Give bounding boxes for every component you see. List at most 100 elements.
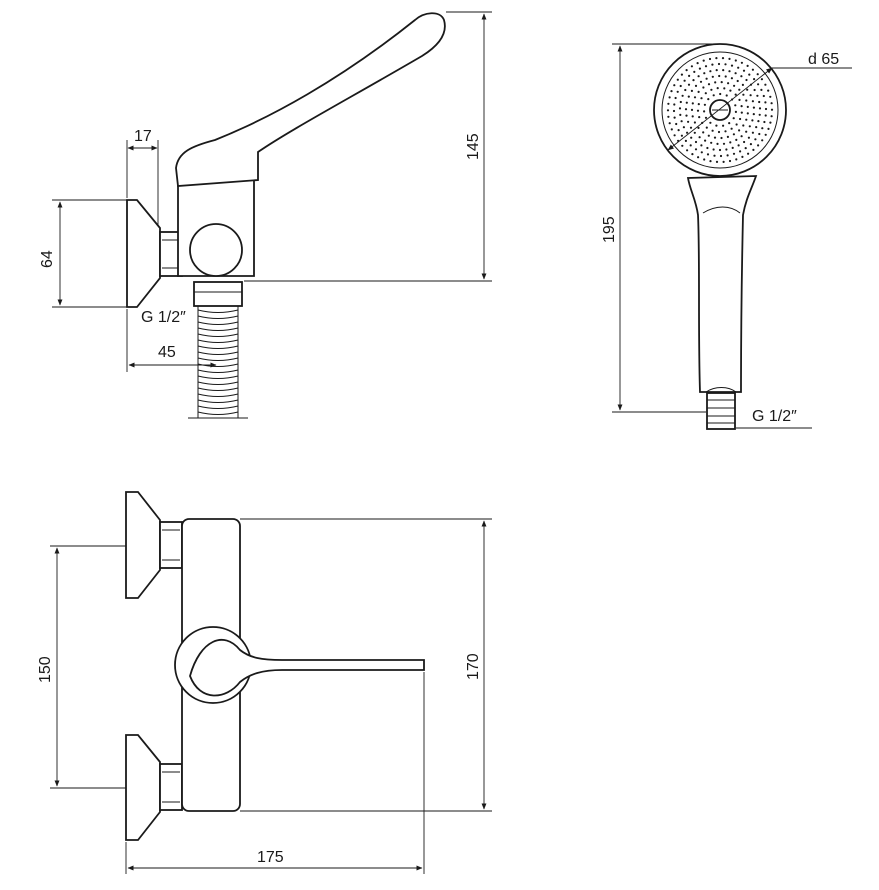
side-thread-label: G 1/2″ — [141, 309, 186, 326]
spray-hole — [730, 64, 734, 67]
spray-hole — [698, 116, 701, 119]
spray-hole — [709, 160, 712, 163]
spray-hole — [748, 73, 751, 76]
spray-hole — [670, 128, 673, 131]
side-lever-handle — [175, 12, 446, 187]
spray-hole — [757, 83, 760, 86]
hand-shower-handle — [686, 175, 758, 393]
spray-hole — [720, 136, 723, 140]
spray-hole — [737, 144, 740, 147]
spray-hole — [711, 75, 714, 78]
spray-hole — [703, 72, 706, 75]
spray-hole — [693, 70, 696, 73]
spray-hole — [698, 67, 702, 70]
spray-hole — [757, 120, 760, 123]
spray-hole — [672, 109, 676, 113]
spray-hole — [679, 100, 682, 104]
spray-hole — [705, 126, 708, 129]
spray-hole — [691, 153, 694, 156]
spray-hole — [770, 108, 774, 111]
spray-hole — [732, 117, 735, 120]
spray-hole — [700, 144, 703, 147]
spray-hole — [680, 73, 684, 76]
spray-hole — [667, 115, 670, 118]
hose-coil — [197, 339, 239, 343]
spray-hole — [704, 65, 708, 68]
spray-hole — [752, 148, 755, 151]
spray-hole — [751, 119, 754, 122]
hose-coil — [197, 309, 239, 313]
spray-hole — [704, 139, 707, 142]
side-dim-projection: 45 — [158, 344, 176, 361]
spray-hole — [728, 57, 731, 61]
front-top-flange — [125, 491, 161, 599]
spray-hole — [682, 126, 686, 129]
spray-hole — [681, 94, 684, 97]
spray-hole — [676, 78, 679, 81]
spray-hole — [668, 122, 671, 125]
spray-hole — [700, 151, 703, 154]
spray-hole — [667, 102, 670, 105]
spray-hole — [767, 89, 770, 92]
spray-hole — [668, 96, 671, 99]
spray-hole — [757, 144, 760, 147]
spray-hole — [764, 107, 768, 111]
spray-hole — [677, 129, 680, 132]
spray-hole — [743, 140, 746, 144]
spray-hole — [716, 142, 719, 145]
hose-coil — [197, 327, 239, 331]
spray-hole — [730, 127, 733, 130]
spray-hole — [673, 103, 676, 106]
spray-hole — [764, 133, 767, 136]
spray-hole — [753, 88, 756, 92]
spray-hole — [717, 130, 721, 134]
spray-hole — [696, 109, 700, 112]
spray-hole — [742, 124, 745, 127]
spray-hole — [745, 99, 748, 102]
spray-hole — [730, 77, 734, 80]
spray-hole — [702, 86, 705, 89]
spray-hole — [729, 89, 732, 92]
spray-hole — [769, 121, 772, 124]
spray-hole — [691, 102, 694, 105]
front-dim-width: 175 — [257, 849, 284, 866]
spray-hole — [690, 65, 694, 68]
spray-hole — [760, 78, 764, 81]
spray-hole — [680, 120, 683, 123]
spray-hole — [760, 88, 763, 91]
hose-coil — [197, 375, 239, 379]
spray-hole — [731, 146, 734, 149]
spray-hole — [685, 101, 688, 104]
side-view: 17 64 145 G 1/2″ 45 — [39, 11, 492, 419]
hose-coil — [197, 351, 239, 355]
spray-hole — [751, 100, 755, 103]
front-bottom-flange — [125, 734, 161, 841]
spray-hole — [714, 81, 717, 84]
hand-shower-connector — [706, 392, 736, 430]
spray-hole — [693, 131, 696, 134]
spray-hole — [726, 135, 730, 138]
spray-hole — [687, 83, 691, 86]
spray-hole — [707, 98, 710, 101]
spray-hole — [698, 136, 701, 139]
hose-coil — [197, 405, 239, 409]
front-dim-centers: 150 — [37, 656, 54, 683]
spray-hole — [738, 98, 741, 101]
hose-coil — [197, 369, 239, 373]
spray-hole — [681, 144, 684, 147]
spray-hole — [740, 75, 743, 78]
spray-hole — [727, 82, 730, 85]
spray-hole — [728, 122, 731, 125]
spray-hole — [749, 94, 752, 97]
spray-hole — [707, 134, 710, 137]
spray-hole — [694, 140, 698, 144]
spray-hole — [717, 62, 721, 66]
spray-hole — [729, 141, 732, 144]
spray-hole — [702, 59, 705, 62]
spray-hole — [673, 84, 676, 87]
spray-hole — [704, 116, 708, 119]
spray-hole — [756, 94, 759, 97]
spray-hole — [706, 153, 710, 156]
hose-coil — [197, 315, 239, 319]
spray-hole — [724, 63, 727, 66]
